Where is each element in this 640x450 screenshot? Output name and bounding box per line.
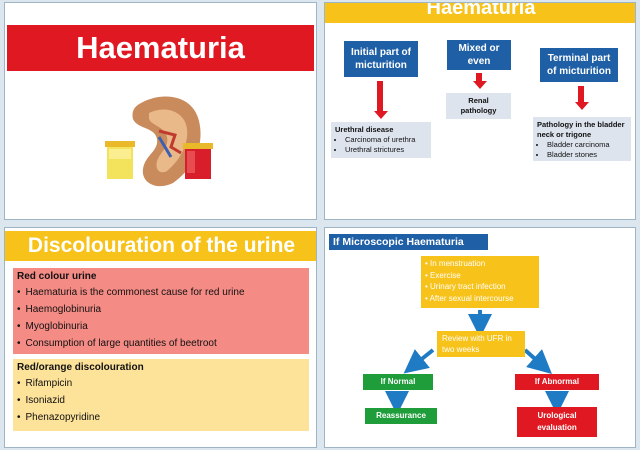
orange-urine-item: Rifampicin <box>17 375 305 392</box>
red-urine-heading: Red colour urine <box>17 271 97 282</box>
orange-urine-item: Isoniazid <box>17 392 305 409</box>
if-normal-box: If Normal <box>363 374 433 390</box>
reassurance-box: Reassurance <box>365 408 437 424</box>
slide2-title: Haematuria <box>325 3 635 23</box>
flow-arrows <box>385 310 569 415</box>
arrow-to-abnormal <box>523 348 552 374</box>
condition-item: • Exercise <box>425 270 461 280</box>
terminal-micturition-box: Terminal part of micturition <box>540 48 618 82</box>
arrow-to-normal <box>403 348 435 374</box>
review-ufr-box: Review with UFR in two weeks <box>437 331 525 357</box>
red-urine-item: Haematuria is the commonest cause for re… <box>17 284 305 301</box>
slide4-title: If Microscopic Haematuria <box>329 234 488 250</box>
slide-microscopic-haematuria: If Microscopic Haematuria • In menstruat… <box>324 227 636 448</box>
urological-evaluation-box: Urological evaluation <box>517 407 597 437</box>
condition-item: • After sexual intercourse <box>425 293 514 303</box>
red-urine-item: Haemoglobinuria <box>17 301 305 318</box>
renal-pathology-box: Renal pathology <box>446 93 511 119</box>
arrow-down-icon <box>473 73 487 89</box>
initial-micturition-box: Initial part of micturition <box>344 41 418 77</box>
bladder-item: Bladder carcinoma <box>547 140 627 150</box>
arrow-down-icon <box>575 86 589 110</box>
conditions-box: • In menstruation • Exercise • Urinary t… <box>421 256 539 308</box>
red-urine-item: Myoglobinuria <box>17 318 305 335</box>
condition-item: • Urinary tract infection <box>425 282 506 291</box>
bladder-item: Bladder stones <box>547 150 627 160</box>
urethral-item: Carcinoma of urethra <box>345 135 427 145</box>
condition-item: • In menstruation <box>425 259 486 268</box>
slide-haematuria-timing: Haematuria Initial part of micturition U… <box>324 2 636 220</box>
red-urine-panel: Red colour urine Haematuria is the commo… <box>13 268 309 354</box>
slide3-title: Discolouration of the urine <box>5 231 316 261</box>
orange-urine-item: Phenazopyridine <box>17 409 305 426</box>
red-urine-item: Consumption of large quantities of beetr… <box>17 335 305 352</box>
slide1-title: Haematuria <box>7 25 314 71</box>
urethral-item: Urethral strictures <box>345 145 427 155</box>
slide-discolouration: Discolouration of the urine Red colour u… <box>4 227 317 448</box>
bladder-pathology-heading: Pathology in the bladder neck or trigone <box>537 120 625 139</box>
orange-urine-panel: Red/orange discolouration Rifampicin Iso… <box>13 359 309 431</box>
urethral-disease-heading: Urethral disease <box>335 125 394 134</box>
if-abnormal-box: If Abnormal <box>515 374 599 390</box>
urethral-disease-box: Urethral disease Carcinoma of urethra Ur… <box>331 122 431 158</box>
orange-urine-heading: Red/orange discolouration <box>17 362 144 373</box>
bladder-pathology-box: Pathology in the bladder neck or trigone… <box>533 117 631 161</box>
arrow-down-icon <box>374 81 388 119</box>
slide-haematuria-title: Haematuria <box>4 2 317 220</box>
mixed-even-box: Mixed or even <box>447 40 511 70</box>
kidney-illustration <box>101 91 231 191</box>
